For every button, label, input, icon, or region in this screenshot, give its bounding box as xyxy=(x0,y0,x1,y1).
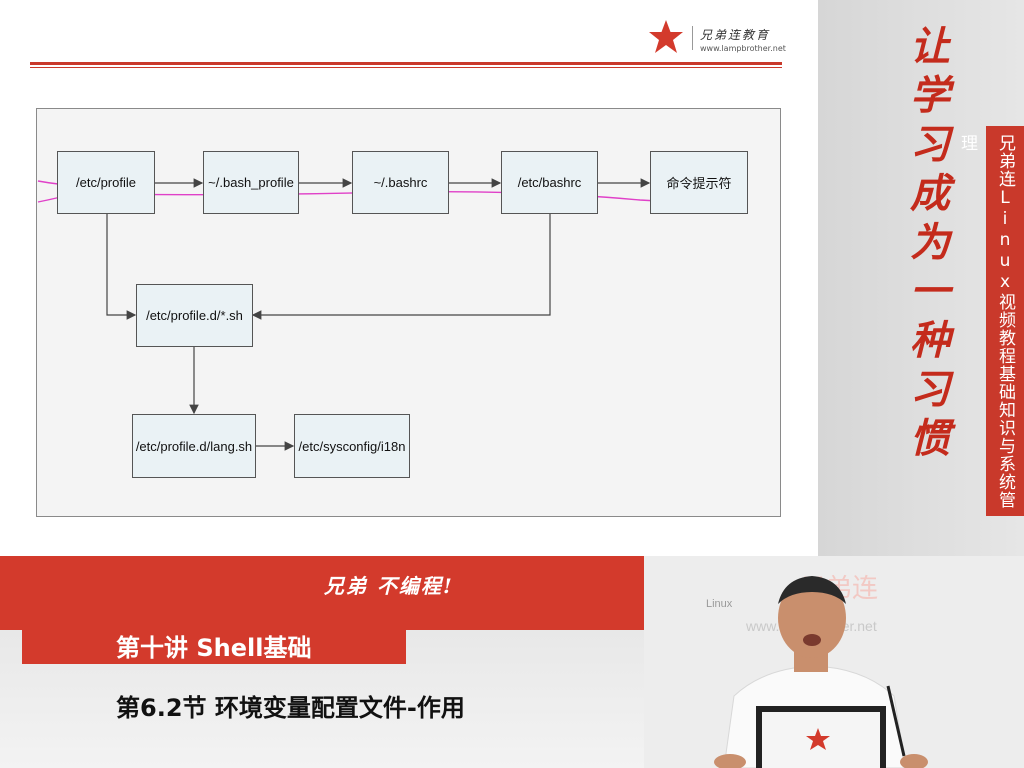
calligraphy-char: 成 xyxy=(910,170,950,217)
node-etc-profile: /etc/profile xyxy=(57,151,155,214)
instructor-video: 兄弟连 Linux www.lampbrother.net xyxy=(644,556,1024,768)
header-rule-thin xyxy=(30,67,782,68)
calligraphy-slogan: 让 学 习 成 为 一 种 习 惯 xyxy=(900,22,960,463)
lesson-title: 第十讲 Shell基础 xyxy=(116,634,312,662)
star-icon xyxy=(649,20,683,53)
section-title: 第6.2节 环境变量配置文件-作用 xyxy=(116,694,465,722)
node-lang-sh: /etc/profile.d/lang.sh xyxy=(132,414,256,478)
slogan-band xyxy=(0,556,644,630)
logo-url: www.lampbrother.net xyxy=(700,44,786,53)
course-subtitle: 基础知识与系统管理 xyxy=(957,134,1015,509)
node-bash-profile: ~/.bash_profile xyxy=(203,151,299,214)
calligraphy-char: 习 xyxy=(910,366,950,413)
slide: 兄弟连教育 www.lampbrother.net / xyxy=(30,20,786,517)
header-rule xyxy=(30,62,782,65)
logo-divider xyxy=(692,26,693,50)
calligraphy-char: 惯 xyxy=(910,415,950,462)
course-banner: 兄弟连Linux视频教程基础知识与系统管理 xyxy=(957,126,1024,516)
instructor-image xyxy=(714,576,928,768)
node-etc-bashrc: /etc/bashrc xyxy=(501,151,598,214)
watermark-linux: Linux xyxy=(706,598,733,610)
node-profile-d: /etc/profile.d/*.sh xyxy=(136,284,253,347)
calligraphy-char: 让 xyxy=(910,23,950,70)
calligraphy-char: 种 xyxy=(910,317,950,364)
brand-logo xyxy=(649,20,683,53)
node-i18n: /etc/sysconfig/i18n xyxy=(294,414,410,478)
calligraphy-char: 学 xyxy=(910,72,950,119)
calligraphy-char: 一 xyxy=(910,268,950,315)
slogan-text: 兄弟 不编程! xyxy=(324,574,454,598)
node-command-prompt: 命令提示符 xyxy=(650,151,748,214)
calligraphy-char: 为 xyxy=(910,219,950,266)
course-title: 兄弟连Linux视频教程 xyxy=(995,134,1015,365)
lesson-box xyxy=(22,626,406,664)
node-home-bashrc: ~/.bashrc xyxy=(352,151,449,214)
calligraphy-char: 习 xyxy=(910,121,950,168)
logo-text: 兄弟连教育 xyxy=(700,28,771,42)
